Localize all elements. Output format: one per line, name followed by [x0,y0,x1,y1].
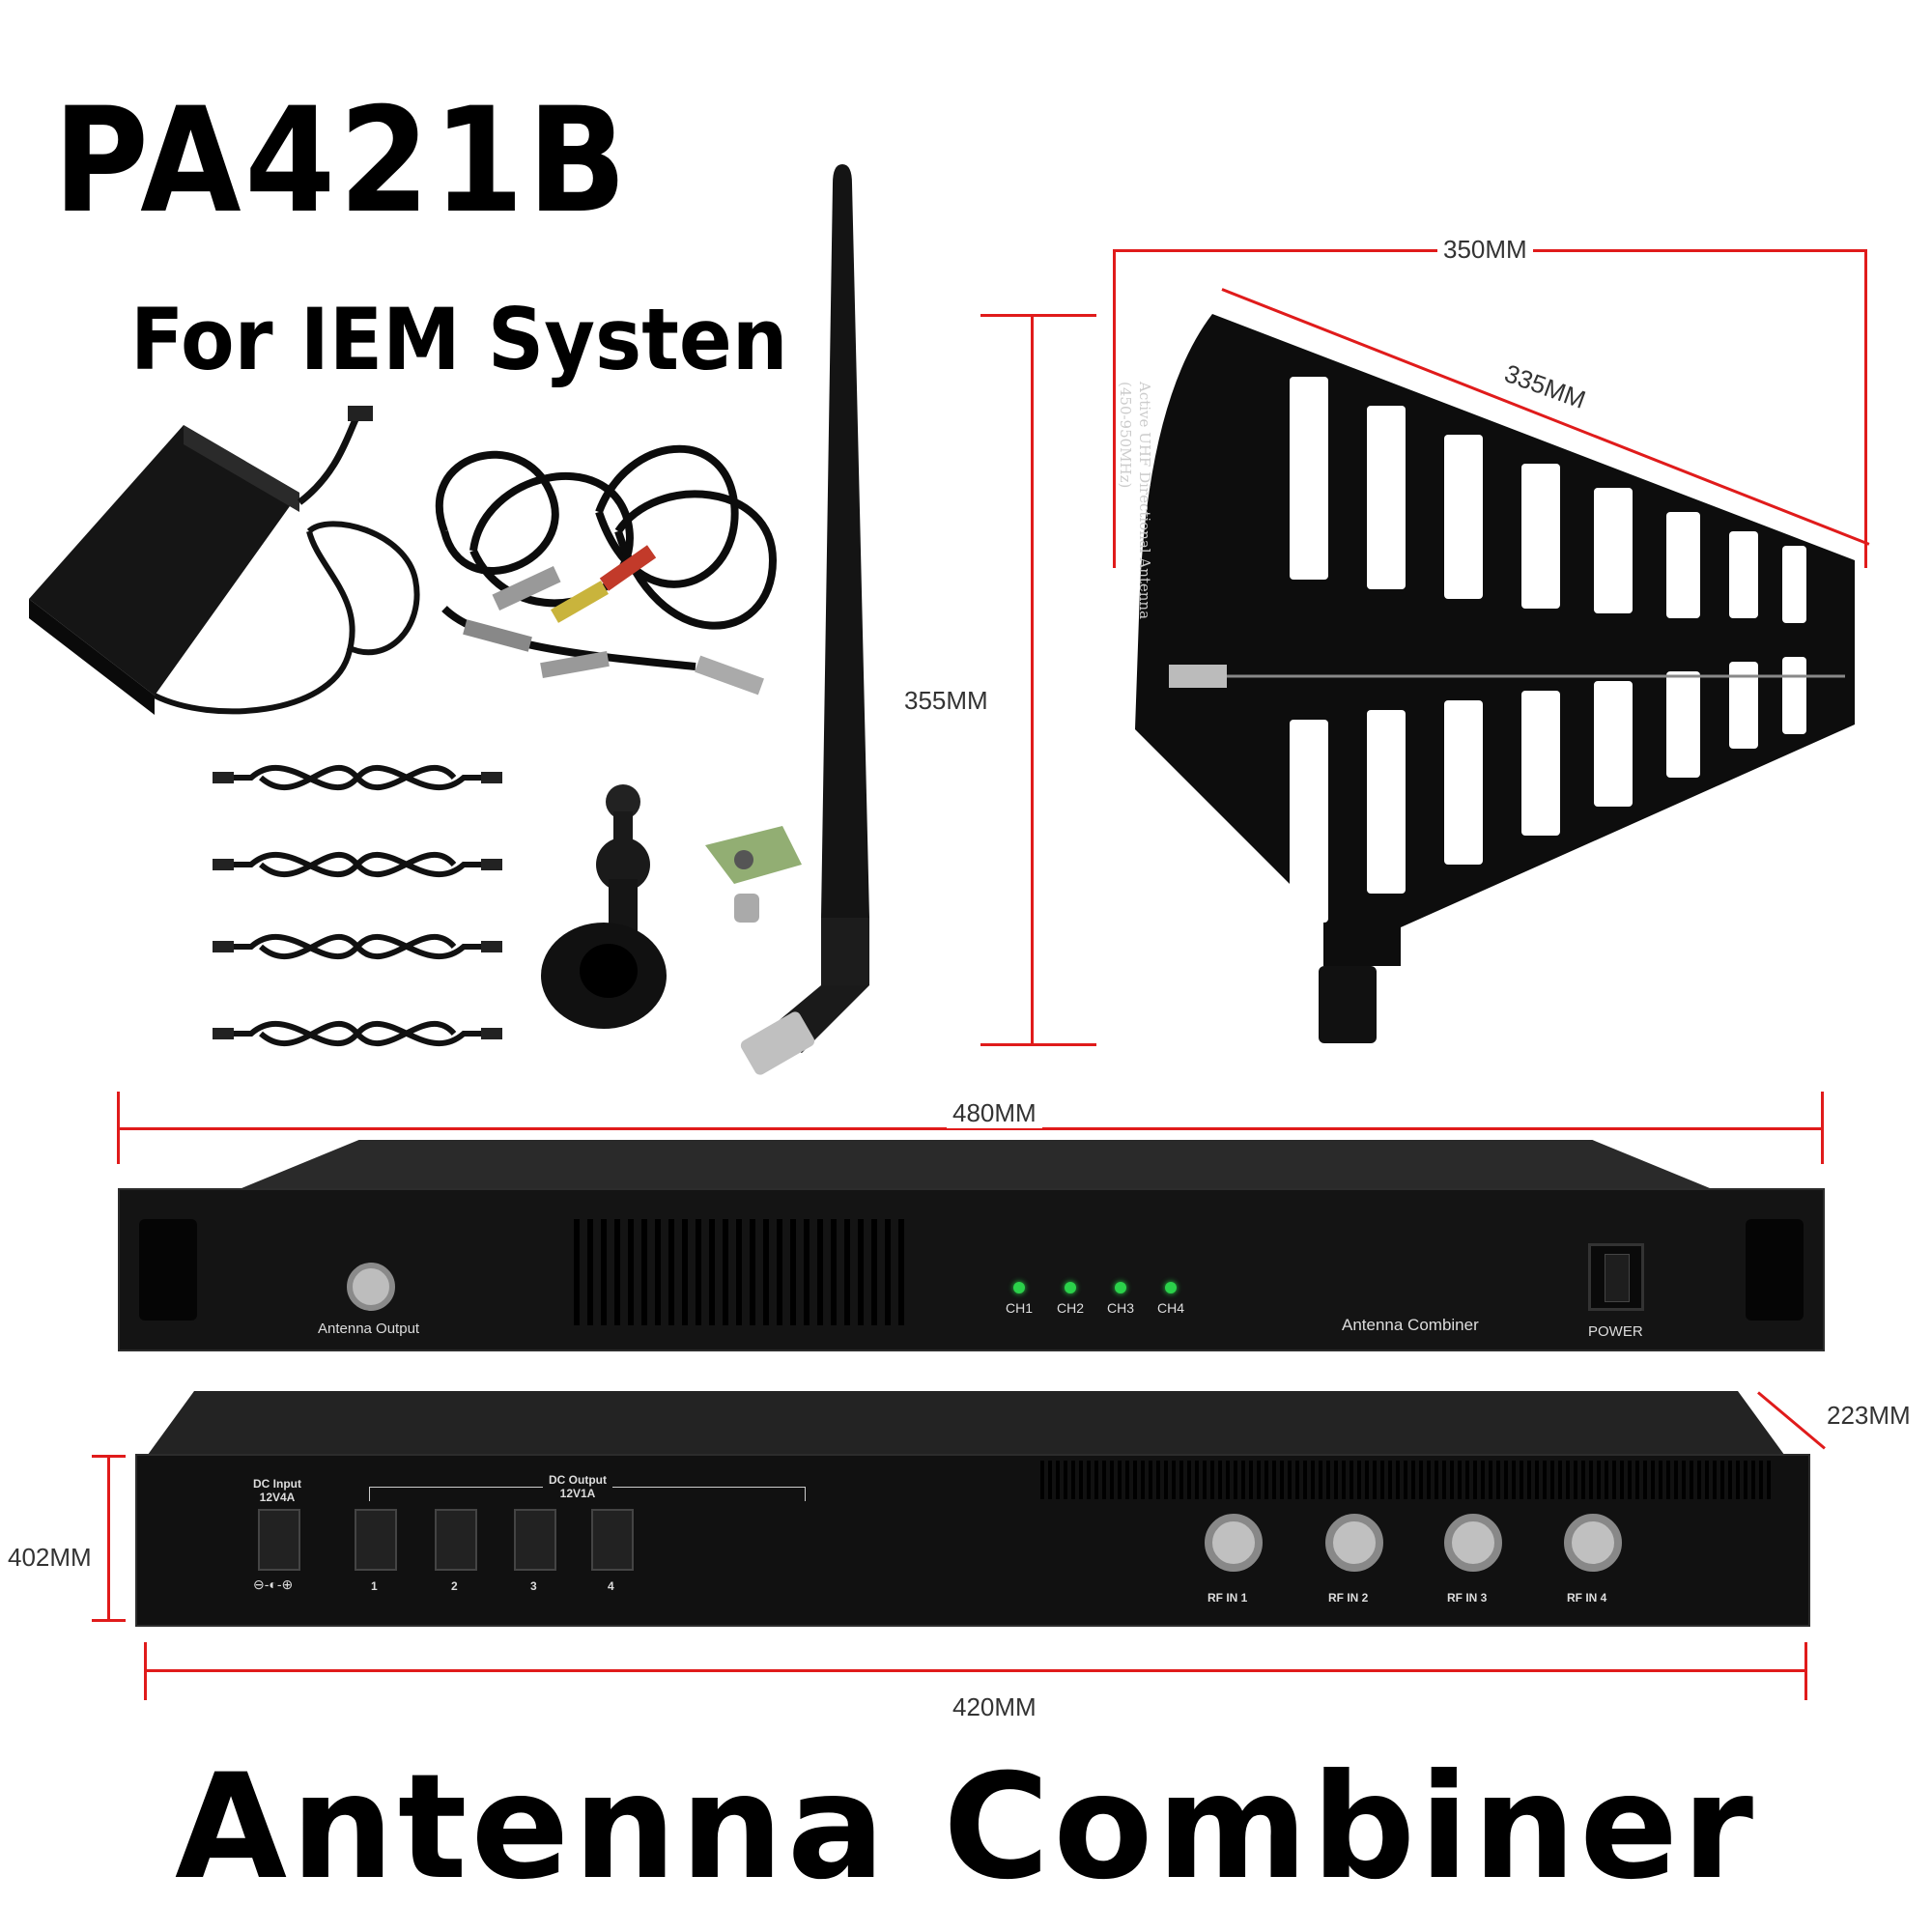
dc-output-spec: 12V1A [559,1487,596,1500]
dim-tick-rear-height-top [92,1455,126,1458]
dim-tick-unit-left [117,1092,120,1164]
front-product-label: Antenna Combiner [1342,1316,1479,1334]
dc-output-jack-1[interactable] [355,1509,397,1571]
dc-output-title: DC Output [549,1473,607,1487]
rear-panel-top [145,1391,1787,1459]
rf-in-1-connector[interactable] [1205,1514,1263,1572]
front-panel: Antenna Output CH1 CH2 CH3 CH4 Antenna C… [118,1188,1825,1351]
dc-input-spec: 12V4A [259,1491,296,1504]
rear-vent-grille [1040,1461,1775,1499]
channel-label-2: CH2 [1057,1300,1085,1316]
dc-input-title: DC Input [253,1477,301,1491]
paddle-antenna-label: Active UHF Directional Antenna (450-950M… [1116,382,1154,671]
whip-antenna-image [740,164,869,1075]
dim-tick-rear-width-left [144,1642,147,1700]
antenna-mount-image [541,784,667,1029]
paddle-antenna-image [1135,314,1855,1043]
front-vent-grille [574,1219,912,1325]
led-ch1 [1013,1282,1025,1293]
dc-jumper-cable-4-image [213,1020,502,1047]
rf-in-3-label: RF IN 3 [1447,1591,1488,1605]
led-ch4 [1165,1282,1177,1293]
dc-output-port-4-label: 4 [608,1579,614,1593]
dim-label-paddle-width: 350MM [1437,235,1533,265]
dc-output-jack-4[interactable] [591,1509,634,1571]
rf-in-4-label: RF IN 4 [1567,1591,1607,1605]
screws-packet-image [705,826,802,923]
dc-output-jack-2[interactable] [435,1509,477,1571]
antenna-output-label: Antenna Output [318,1321,420,1337]
power-adapter-image [29,406,420,715]
rear-panel: DC Input 12V4A ⊖-◐-⊕ DC Output 12V1A 1 2… [135,1454,1810,1627]
dim-tick-paddle-left [1113,249,1116,568]
dim-tick-antenna-top [980,314,1096,317]
dim-tick-rear-width-right [1804,1642,1807,1700]
rf-in-2-connector[interactable] [1325,1514,1383,1572]
footer-title: Antenna Combiner [174,1744,1758,1912]
paddle-antenna-label-line2: (450-950MHz) [1117,382,1134,489]
dc-output-port-1-label: 1 [371,1579,378,1593]
rack-ear-left [139,1219,197,1321]
product-subtitle: For IEM Systen [130,290,788,389]
dim-tick-paddle-right [1864,249,1867,568]
dc-input-jack[interactable] [258,1509,300,1571]
dim-line-antenna-height [1031,315,1034,1044]
front-panel-top [242,1140,1710,1188]
dc-output-port-2-label: 2 [451,1579,458,1593]
bnc-cables-image [435,444,778,696]
channel-label-3: CH3 [1107,1300,1135,1316]
dc-output-jack-3[interactable] [514,1509,556,1571]
rf-in-4-connector[interactable] [1564,1514,1622,1572]
dim-tick-unit-right [1821,1092,1824,1164]
dc-output-port-3-label: 3 [530,1579,537,1593]
dim-label-rear-width: 420MM [947,1692,1042,1722]
channel-label-4: CH4 [1157,1300,1185,1316]
dim-line-rear-height [107,1456,110,1620]
rf-in-2-label: RF IN 2 [1328,1591,1369,1605]
antenna-output-connector[interactable] [347,1263,395,1311]
dc-jumper-cable-2-image [213,851,502,878]
dc-output-label: DC Output 12V1A [543,1473,612,1500]
product-model-title: PA421B [53,77,631,245]
dc-jumper-cable-1-image [213,764,502,791]
channel-label-1: CH1 [1006,1300,1034,1316]
led-ch2 [1065,1282,1076,1293]
dim-line-unit-width [118,1127,1823,1130]
rf-in-3-connector[interactable] [1444,1514,1502,1572]
power-label: POWER [1588,1323,1643,1340]
paddle-antenna-label-line1: Active UHF Directional Antenna [1136,382,1153,620]
dc-jumper-cable-3-image [213,933,502,960]
power-switch[interactable] [1588,1243,1644,1311]
rack-ear-right [1746,1219,1804,1321]
dim-tick-rear-height-bottom [92,1619,126,1622]
dim-label-unit-width: 480MM [947,1098,1042,1128]
dim-line-rear-width [145,1669,1806,1672]
dim-label-antenna-height: 355MM [898,686,994,716]
dim-label-unit-depth: 223MM [1821,1401,1917,1431]
dc-input-label: DC Input 12V4A [253,1477,301,1504]
rf-in-1-label: RF IN 1 [1208,1591,1248,1605]
led-ch3 [1115,1282,1126,1293]
dim-label-rear-height: 402MM [8,1543,92,1572]
dim-tick-antenna-bottom [980,1043,1096,1046]
dc-polarity-symbol: ⊖-◐-⊕ [253,1577,294,1592]
